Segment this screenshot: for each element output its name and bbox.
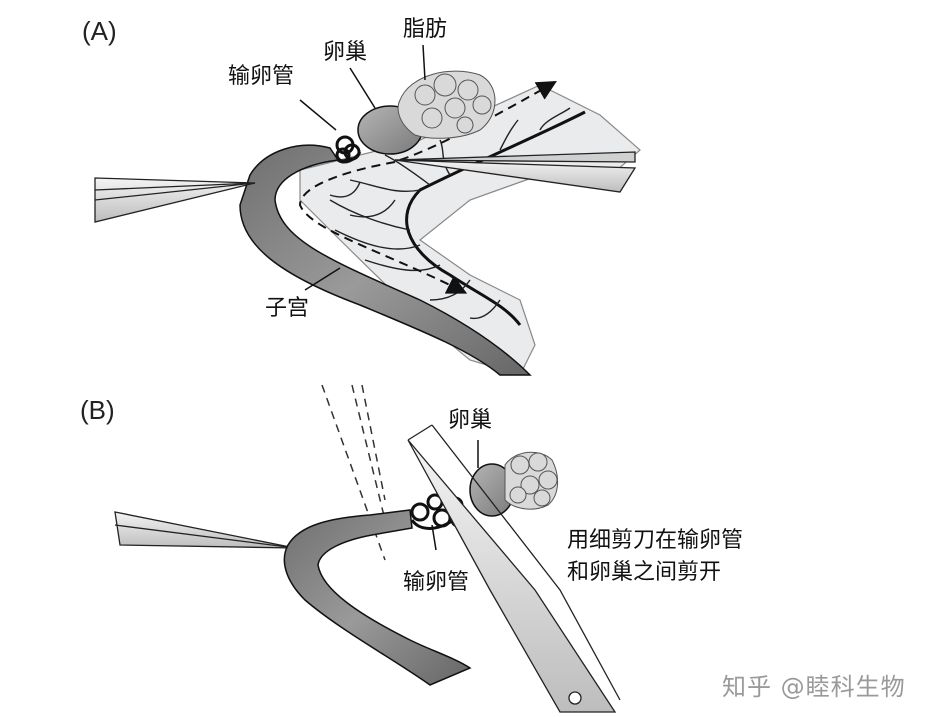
label-ovary-b: 卵巢 (448, 408, 493, 433)
panel-label-b: (B) (80, 395, 115, 425)
instruction-line-1: 用细剪刀在输卵管 (567, 528, 744, 553)
label-oviduct-a: 输卵管 (228, 64, 295, 89)
fat-pad-a (397, 70, 496, 139)
label-fat: 脂肪 (403, 17, 448, 42)
forceps-a (94, 177, 256, 223)
instruction-line-2: 和卵巢之间剪开 (567, 560, 722, 585)
label-uterus: 子宫 (265, 296, 310, 321)
fat-pad-b (504, 451, 558, 510)
scissors-b (407, 424, 621, 713)
label-ovary-a: 卵巢 (323, 40, 368, 65)
blood-vessel (405, 110, 586, 326)
panel-label-a: (A) (82, 16, 117, 46)
forceps-b (114, 511, 296, 549)
scissors-a (394, 151, 637, 193)
callout-leaders-a (299, 44, 426, 291)
cut-line-lower (298, 161, 468, 294)
uterus-horn (239, 144, 532, 376)
uterus-horn-b (283, 509, 472, 686)
watermark: 知乎 @睦科生物 (722, 673, 906, 701)
callout-leaders-b (431, 440, 479, 551)
oviduct-coil-a (335, 135, 362, 164)
vessel-branches (329, 107, 571, 320)
label-oviduct-b: 输卵管 (403, 570, 470, 595)
